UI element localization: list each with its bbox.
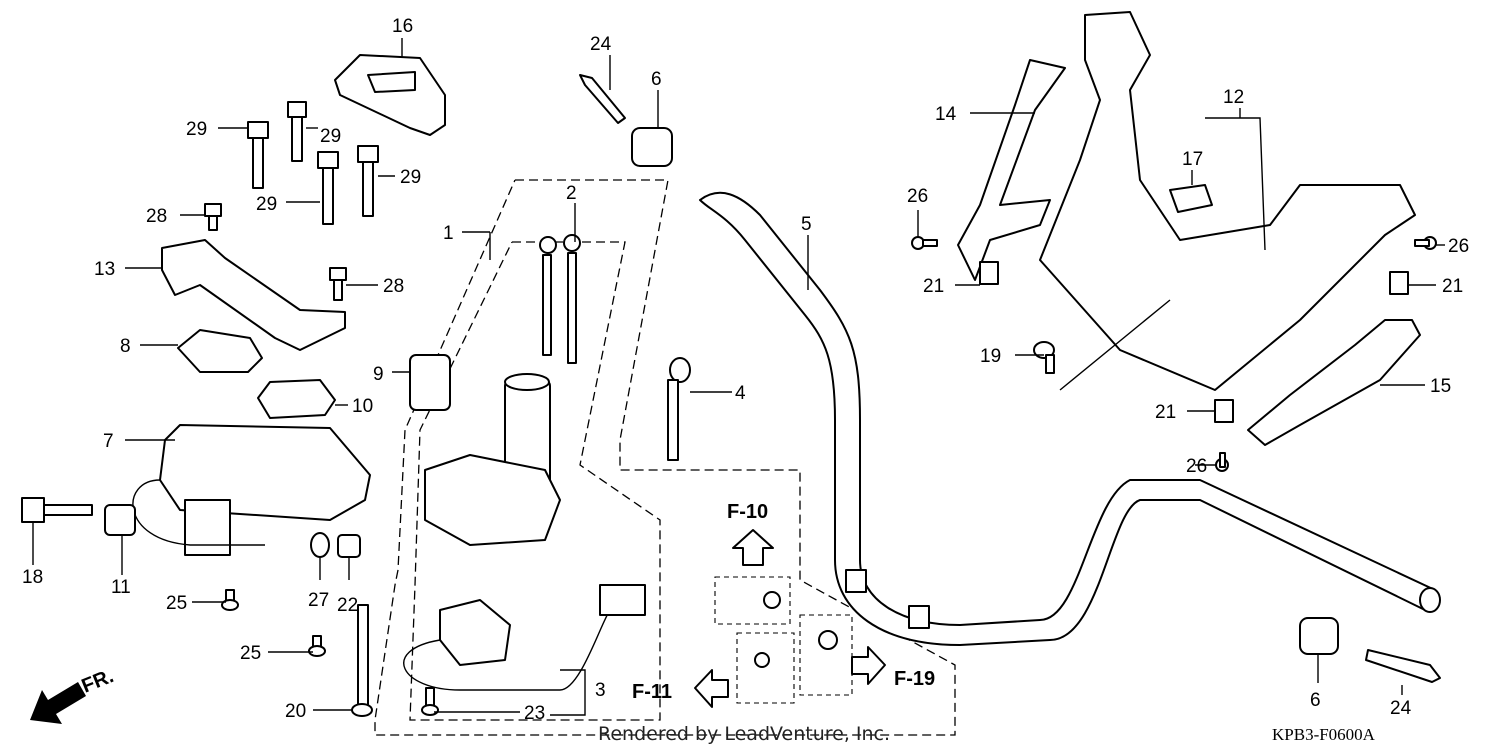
callout-14: 14 bbox=[935, 104, 957, 125]
callout-20: 20 bbox=[285, 701, 306, 722]
screw-19[interactable] bbox=[1033, 341, 1055, 374]
callout-16: 16 bbox=[392, 16, 413, 37]
callout-28-a: 28 bbox=[146, 206, 167, 227]
callout-29-d: 29 bbox=[400, 167, 421, 188]
lower-holder-part[interactable] bbox=[257, 379, 336, 419]
handle-base-part[interactable] bbox=[132, 424, 371, 556]
reference-f11[interactable]: F-11 bbox=[632, 681, 672, 703]
callout-10: 10 bbox=[352, 396, 373, 417]
callout-26-c: 26 bbox=[1186, 456, 1207, 477]
callout-labels: 16 29 29 29 29 28 28 13 8 10 7 18 11 27 … bbox=[22, 16, 1469, 724]
washer-27[interactable] bbox=[310, 532, 330, 558]
callout-23: 23 bbox=[524, 703, 545, 724]
callout-3: 3 bbox=[595, 680, 606, 701]
bolt-18[interactable] bbox=[21, 497, 93, 523]
callout-21-c: 21 bbox=[1155, 402, 1176, 423]
callout-25-b: 25 bbox=[240, 643, 261, 664]
holder-plate-part[interactable] bbox=[161, 239, 346, 351]
callout-21-b: 21 bbox=[1442, 276, 1463, 297]
blank-key-part[interactable] bbox=[667, 357, 691, 461]
callout-5: 5 bbox=[801, 214, 812, 235]
watermark-text: Rendered by LeadVenture, Inc. bbox=[598, 723, 890, 745]
arrow-left-f11 bbox=[694, 669, 729, 708]
collar-11[interactable] bbox=[104, 504, 136, 536]
collar-9[interactable] bbox=[409, 354, 451, 411]
callout-24-b: 24 bbox=[1390, 698, 1412, 719]
reference-f19[interactable]: F-19 bbox=[894, 668, 935, 690]
key-set-part[interactable] bbox=[539, 234, 581, 364]
callout-2: 2 bbox=[566, 183, 577, 204]
bolt-24-top[interactable] bbox=[579, 74, 626, 124]
callout-28-b: 28 bbox=[383, 276, 404, 297]
arrow-right-f19 bbox=[851, 646, 886, 685]
bolt-24-bottom[interactable] bbox=[1365, 649, 1441, 683]
callout-9: 9 bbox=[373, 364, 384, 385]
callout-29-c: 29 bbox=[256, 194, 277, 215]
upper-holder-part[interactable] bbox=[177, 329, 263, 373]
holder-cover-part[interactable] bbox=[334, 54, 446, 136]
front-direction-label: FR. bbox=[79, 665, 117, 697]
callout-6-a: 6 bbox=[651, 69, 662, 90]
screws-25[interactable] bbox=[221, 589, 326, 657]
cushion-6-bottom[interactable] bbox=[1299, 617, 1339, 655]
callout-1: 1 bbox=[443, 223, 454, 244]
assembly-2-outline bbox=[409, 241, 661, 721]
ignition-switch-part[interactable] bbox=[424, 373, 561, 546]
lower-cover-part[interactable] bbox=[1247, 319, 1421, 446]
callout-29-b: 29 bbox=[320, 126, 341, 147]
bolts-29[interactable] bbox=[247, 101, 379, 225]
callout-29-a: 29 bbox=[186, 119, 207, 140]
callout-7: 7 bbox=[103, 431, 114, 452]
callout-8: 8 bbox=[120, 336, 131, 357]
callout-22: 22 bbox=[337, 595, 358, 616]
switch-unit-part[interactable] bbox=[403, 584, 646, 691]
callout-12: 12 bbox=[1223, 87, 1244, 108]
clips-21[interactable] bbox=[979, 261, 1409, 423]
screw-23[interactable] bbox=[421, 687, 439, 716]
reference-f10[interactable]: F-10 bbox=[727, 501, 768, 523]
bolts-28[interactable] bbox=[204, 203, 347, 301]
front-handle-cover-part[interactable] bbox=[1039, 11, 1416, 391]
leader-lines bbox=[32, 38, 1445, 716]
callout-25-a: 25 bbox=[166, 593, 187, 614]
callout-4: 4 bbox=[735, 383, 746, 404]
callout-26-a: 26 bbox=[907, 186, 928, 207]
callout-26-b: 26 bbox=[1448, 236, 1469, 257]
callout-21-a: 21 bbox=[923, 276, 944, 297]
front-direction-arrow-icon bbox=[30, 682, 86, 724]
callout-19: 19 bbox=[980, 346, 1001, 367]
reference-inset-boxes bbox=[714, 576, 853, 704]
diagram-code: KPB3-F0600A bbox=[1272, 725, 1376, 744]
handlebar-part[interactable] bbox=[699, 191, 1441, 646]
left-cover-part[interactable] bbox=[957, 59, 1066, 281]
callout-24-a: 24 bbox=[590, 34, 612, 55]
assembly-1-outline bbox=[374, 179, 956, 736]
callout-11: 11 bbox=[111, 577, 131, 598]
arrow-up-f10 bbox=[732, 529, 774, 566]
callout-17: 17 bbox=[1182, 149, 1203, 170]
cushion-6-top[interactable] bbox=[631, 127, 673, 167]
callout-27: 27 bbox=[308, 590, 329, 611]
callout-6-b: 6 bbox=[1310, 690, 1321, 711]
callout-13: 13 bbox=[94, 259, 115, 280]
nut-22[interactable] bbox=[337, 534, 361, 558]
callout-15: 15 bbox=[1430, 376, 1451, 397]
callout-18: 18 bbox=[22, 567, 43, 588]
bolt-20[interactable] bbox=[351, 604, 373, 717]
